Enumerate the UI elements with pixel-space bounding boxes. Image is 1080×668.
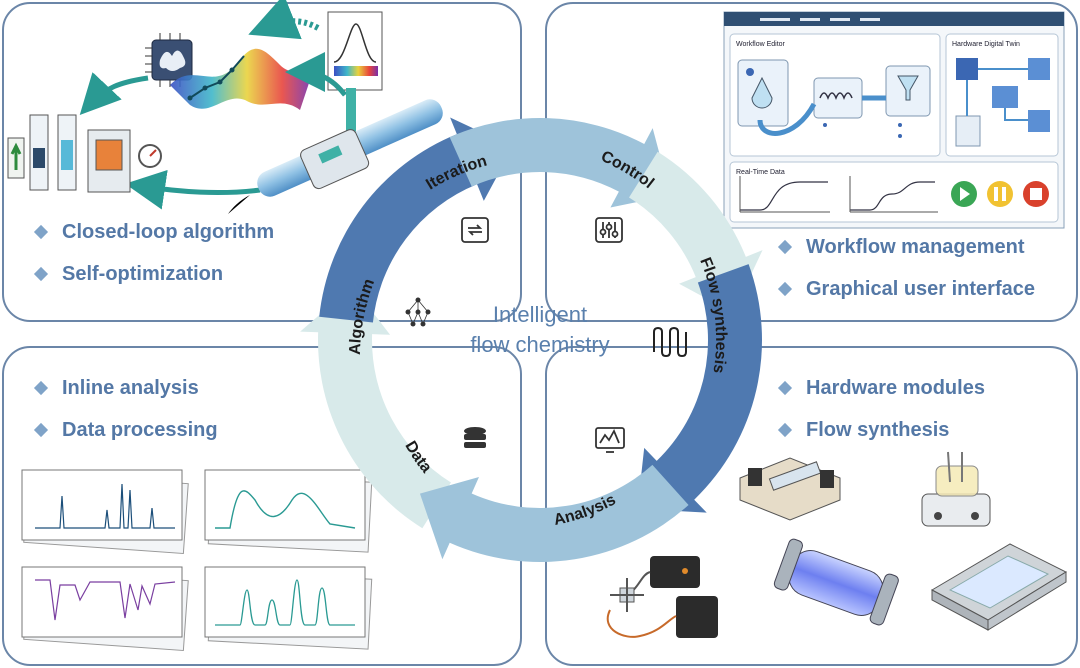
workflow-bullets: Workflow management Graphical user inter… <box>776 226 1035 310</box>
chip-reactor-icon <box>930 543 1068 631</box>
hardware-illustration <box>606 451 1068 638</box>
center-title-line2: flow chemistry <box>470 332 610 357</box>
diamond-bullet-icon <box>777 380 793 396</box>
analyzer-box-icon <box>606 556 718 638</box>
heater-icon <box>87 129 162 193</box>
bullet-item: Data processing <box>32 409 218 451</box>
hardware-bullets: Hardware modules Flow synthesis <box>776 367 985 451</box>
diamond-bullet-icon <box>777 422 793 438</box>
bullet-item: Flow synthesis <box>776 409 985 451</box>
center-title-line1: Intelligent <box>492 302 588 327</box>
bullet-item: Graphical user interface <box>776 268 1035 310</box>
arrow-analysis <box>419 464 689 562</box>
diamond-bullet-icon <box>777 239 793 255</box>
sliders-icon <box>595 217 623 243</box>
closed-loop-illustration <box>7 0 443 210</box>
arrow-data <box>300 286 451 529</box>
diamond-bullet-icon <box>33 224 49 240</box>
syringe-pump-icon <box>7 114 77 191</box>
response-surface <box>170 48 310 110</box>
closed-loop-bullets: Closed-loop algorithm Self-optimization <box>32 211 274 295</box>
center-title: Intelligent flow chemistry <box>420 300 660 360</box>
diamond-bullet-icon <box>33 422 49 438</box>
digital-twin-title: Hardware Digital Twin <box>952 41 1020 48</box>
loop-icon <box>461 217 489 243</box>
diamond-bullet-icon <box>777 281 793 297</box>
bullet-item: Inline analysis <box>32 367 218 409</box>
spectrum-card <box>327 11 383 91</box>
ai-chip-icon <box>145 33 193 87</box>
realtime-data-title: Real-Time Data <box>736 169 785 176</box>
spectra-illustration <box>21 469 373 652</box>
bullet-item: Closed-loop algorithm <box>32 211 274 253</box>
database-icon <box>464 427 486 448</box>
coil-icon <box>653 326 687 358</box>
stop-button-icon <box>1023 181 1049 207</box>
arrow-iteration <box>449 118 671 208</box>
photoreactor-icon <box>773 538 899 626</box>
flow-sensor-icon <box>257 99 443 197</box>
spectrum-nmr <box>21 469 189 555</box>
syringe-pump-module-icon <box>739 457 841 521</box>
pause-button-icon <box>987 181 1013 207</box>
diamond-bullet-icon <box>33 266 49 282</box>
diamond-bullet-icon <box>33 380 49 396</box>
play-button-icon <box>951 181 977 207</box>
spectrum-ir <box>21 566 189 652</box>
bullet-item: Workflow management <box>776 226 1035 268</box>
bullet-item: Hardware modules <box>776 367 985 409</box>
bullet-item: Self-optimization <box>32 253 274 295</box>
spectrum-hplc <box>204 566 373 650</box>
analysis-bullets: Inline analysis Data processing <box>32 367 218 451</box>
workflow-editor-title: Workflow Editor <box>736 41 786 48</box>
workflow-gui: Workflow Editor Hardware Digital Twin Re… <box>723 11 1065 229</box>
stirrer-hotplate-icon <box>921 451 991 527</box>
spectrum-uv <box>204 469 373 553</box>
arrow-flow-synthesis <box>637 264 762 513</box>
monitor-icon <box>595 427 625 453</box>
cross-connector-icon <box>610 578 644 612</box>
network-icon <box>405 297 431 327</box>
